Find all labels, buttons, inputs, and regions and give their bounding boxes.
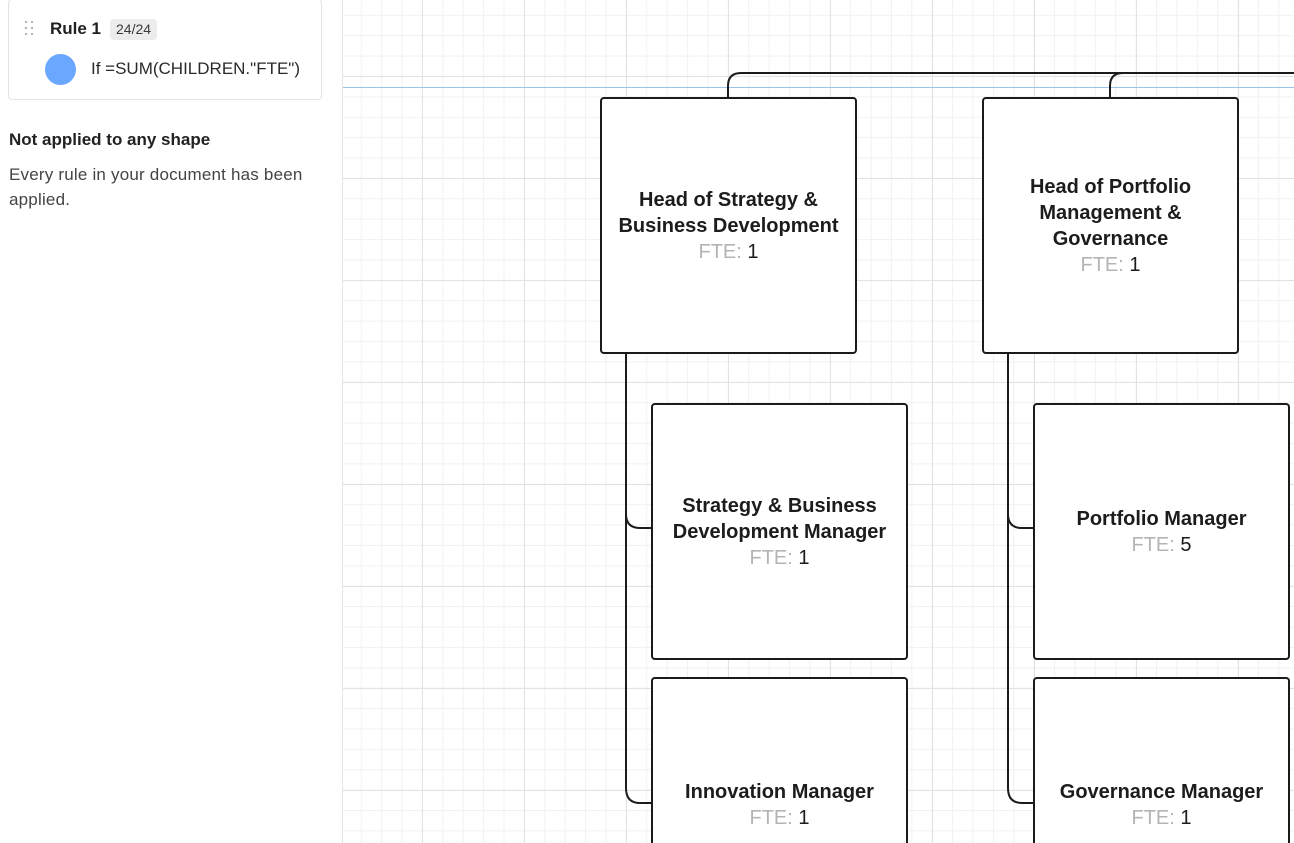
rule-color-swatch[interactable]: [45, 54, 76, 85]
fte-label: FTE:: [1131, 533, 1175, 556]
fte-value: 1: [1129, 253, 1141, 276]
connector-top-branch: [1109, 72, 1124, 98]
node-title: Governance Manager: [1059, 781, 1264, 803]
drag-handle-icon[interactable]: [24, 20, 36, 38]
fte-value: 1: [798, 546, 810, 569]
org-chart-connectors: [625, 72, 1294, 804]
rule-title: Rule 1: [50, 19, 102, 38]
fte-label: FTE:: [1131, 807, 1175, 829]
fte-label: FTE:: [749, 546, 793, 569]
not-applied-heading: Not applied to any shape: [9, 130, 211, 149]
node-title: Head of Portfolio Management & Governanc…: [1029, 175, 1192, 250]
rule-card[interactable]: Rule 1 24/24 If =SUM(CHILDREN."FTE"): [8, 0, 322, 100]
node-title: Head of Strategy & Business Development: [618, 188, 839, 237]
not-applied-description: Every rule in your document has been app…: [9, 165, 303, 209]
node-title: Innovation Manager: [685, 781, 874, 803]
node-fte: FTE: 1: [698, 239, 758, 265]
diagram-canvas[interactable]: Head of Strategy & Business Development …: [343, 0, 1294, 843]
org-node-head-strategy[interactable]: Head of Strategy & Business Development …: [600, 97, 857, 354]
node-title: Portfolio Manager: [1076, 507, 1247, 530]
org-node-innovation-manager[interactable]: Innovation Manager FTE: 1: [651, 677, 908, 843]
node-fte: FTE: 1: [749, 805, 809, 831]
fte-value: 1: [1180, 807, 1192, 829]
fte-label: FTE:: [749, 807, 793, 829]
org-node-head-portfolio[interactable]: Head of Portfolio Management & Governanc…: [982, 97, 1239, 354]
node-fte: FTE: 1: [749, 545, 809, 571]
org-node-governance-manager[interactable]: Governance Manager FTE: 1: [1033, 677, 1290, 843]
fte-label: FTE:: [698, 240, 742, 263]
connector-right-child-2: [1007, 514, 1034, 804]
alignment-guide-line: [343, 87, 1294, 88]
rule-match-count-badge: 24/24: [110, 19, 158, 40]
org-node-portfolio-manager[interactable]: Portfolio Manager FTE: 5: [1033, 403, 1290, 660]
fte-label: FTE:: [1080, 253, 1124, 276]
connector-top-bus: [727, 72, 1294, 98]
connector-left-child-1: [625, 352, 652, 529]
rules-panel: Rule 1 24/24 If =SUM(CHILDREN."FTE") Not…: [0, 0, 343, 843]
connector-right-child-1: [1007, 352, 1034, 529]
fte-value: 1: [747, 240, 759, 263]
node-fte: FTE: 1: [1080, 252, 1140, 278]
fte-value: 1: [798, 807, 810, 829]
connector-left-child-2: [625, 514, 652, 804]
node-fte: FTE: 1: [1131, 805, 1191, 831]
rule-condition-text[interactable]: If =SUM(CHILDREN."FTE"): [91, 59, 300, 78]
org-node-strategy-manager[interactable]: Strategy & Business Development Manager …: [651, 403, 908, 660]
fte-value: 5: [1180, 533, 1192, 556]
node-title: Strategy & Business Development Manager: [672, 494, 887, 543]
node-fte: FTE: 5: [1131, 532, 1191, 558]
